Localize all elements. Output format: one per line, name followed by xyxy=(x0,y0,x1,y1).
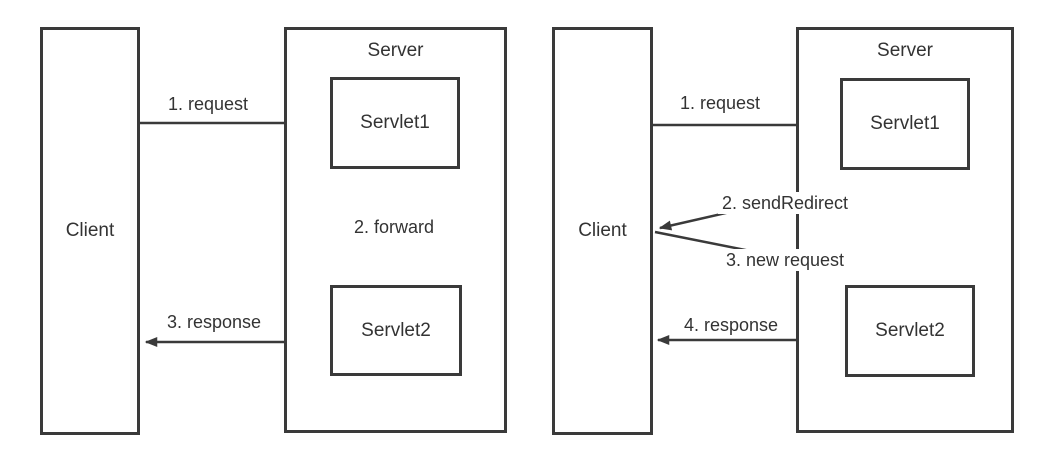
right-response-arrow-label: 4. response xyxy=(679,314,783,336)
right-servlet1-label: Servlet1 xyxy=(870,113,940,134)
right-request-arrow-label: 1. request xyxy=(675,92,765,114)
right-client-box: Client xyxy=(552,27,653,435)
right-servlet1-box: Servlet1 xyxy=(840,78,970,170)
right-sendredirect-arrow-label: 2. sendRedirect xyxy=(717,192,853,214)
left-servlet1-label: Servlet1 xyxy=(360,112,430,133)
left-server-label: Server xyxy=(367,40,424,61)
right-servlet2-label: Servlet2 xyxy=(875,320,945,341)
left-client-label: Client xyxy=(65,220,115,241)
left-servlet1-box: Servlet1 xyxy=(330,77,460,169)
right-server-label: Server xyxy=(877,40,933,61)
right-client-label: Client xyxy=(578,220,627,241)
right-newrequest-arrow-label: 3. new request xyxy=(721,249,849,271)
left-response-arrow-label: 3. response xyxy=(162,311,266,333)
left-client-box: Client xyxy=(40,27,140,435)
right-servlet2-box: Servlet2 xyxy=(845,285,975,377)
left-servlet2-label: Servlet2 xyxy=(361,319,431,341)
left-request-arrow-label: 1. request xyxy=(163,93,253,115)
left-servlet2-box: Servlet2 xyxy=(330,285,462,376)
left-forward-arrow-label: 2. forward xyxy=(349,216,439,238)
